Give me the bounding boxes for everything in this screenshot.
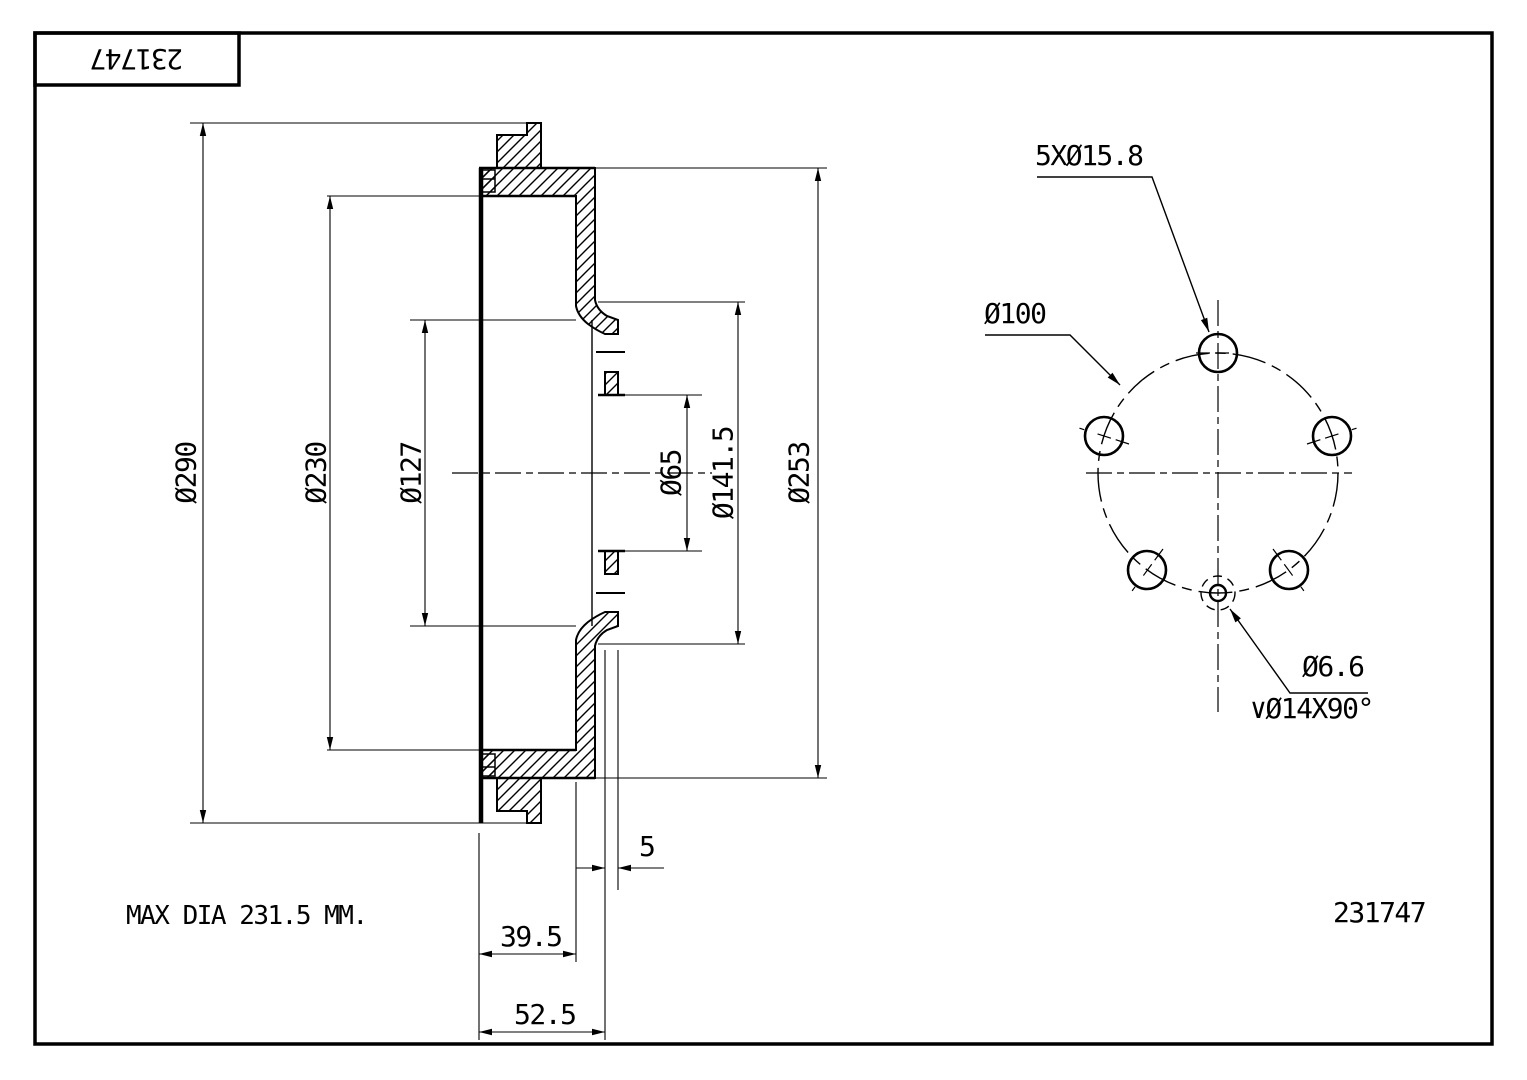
dim-label-total-depth: 52.5 — [514, 998, 577, 1031]
pilot-hole-label: Ø6.6 — [1302, 650, 1365, 683]
dim-label-drum-inner-dia: Ø230 — [299, 442, 333, 504]
sheet-frame — [33, 31, 1494, 1046]
pilot-hole — [1208, 583, 1228, 603]
title-block-number: 231747 — [90, 42, 184, 76]
dim-label-inner-depth: 39.5 — [500, 920, 563, 953]
leader-lines — [985, 176, 1368, 694]
section-view — [190, 122, 827, 1040]
dim-label-center-bore-dia: Ø65 — [654, 449, 688, 497]
dim-label-drum-outer-dia: Ø253 — [782, 442, 816, 504]
countersink-label: ∨Ø14X90° — [1250, 692, 1374, 725]
bolt-holes — [1083, 332, 1353, 591]
dim-label-hub-recess-dia: Ø141.5 — [706, 426, 740, 520]
bolt-pattern-view — [985, 176, 1368, 712]
max-diameter-note: MAX DIA 231.5 MM. — [126, 901, 368, 931]
dim-label-web-thickness: 5 — [639, 830, 656, 863]
bolt-holes-label: 5XØ15.8 — [1035, 139, 1144, 172]
dim-label-outer-flange-dia: Ø290 — [169, 442, 203, 504]
part-number-label: 231747 — [1333, 896, 1427, 929]
bolt-circle-label: Ø100 — [984, 297, 1047, 330]
dim-label-register-dia: Ø127 — [394, 442, 428, 504]
